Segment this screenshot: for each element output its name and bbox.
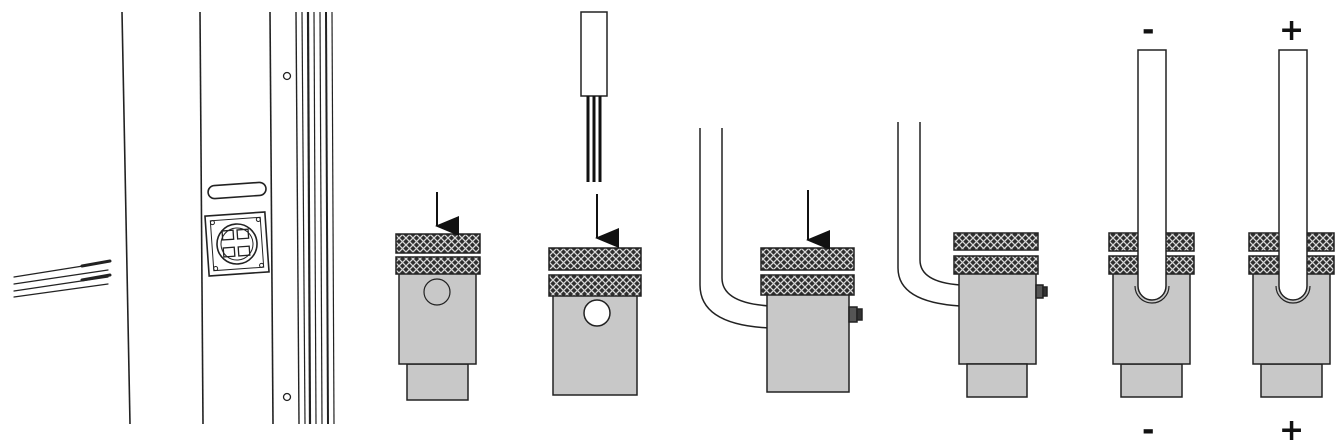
negative-label-bottom: - (1142, 413, 1155, 448)
positive-label-top: + (1279, 13, 1305, 48)
cabinet-wall (121, 11, 335, 425)
connector-step-4 (897, 122, 1048, 398)
connector-step-1 (395, 192, 481, 401)
connector-step-5-negative (1108, 49, 1195, 398)
cable-leads (13, 259, 112, 298)
negative-label-top: - (1142, 13, 1155, 48)
connector-step-6-positive (1248, 49, 1335, 398)
bare-wire (586, 96, 602, 182)
panel-socket (204, 181, 270, 277)
positive-label-bottom: + (1279, 413, 1305, 448)
connector-step-3 (699, 128, 863, 393)
connector-step-2 (548, 11, 642, 396)
